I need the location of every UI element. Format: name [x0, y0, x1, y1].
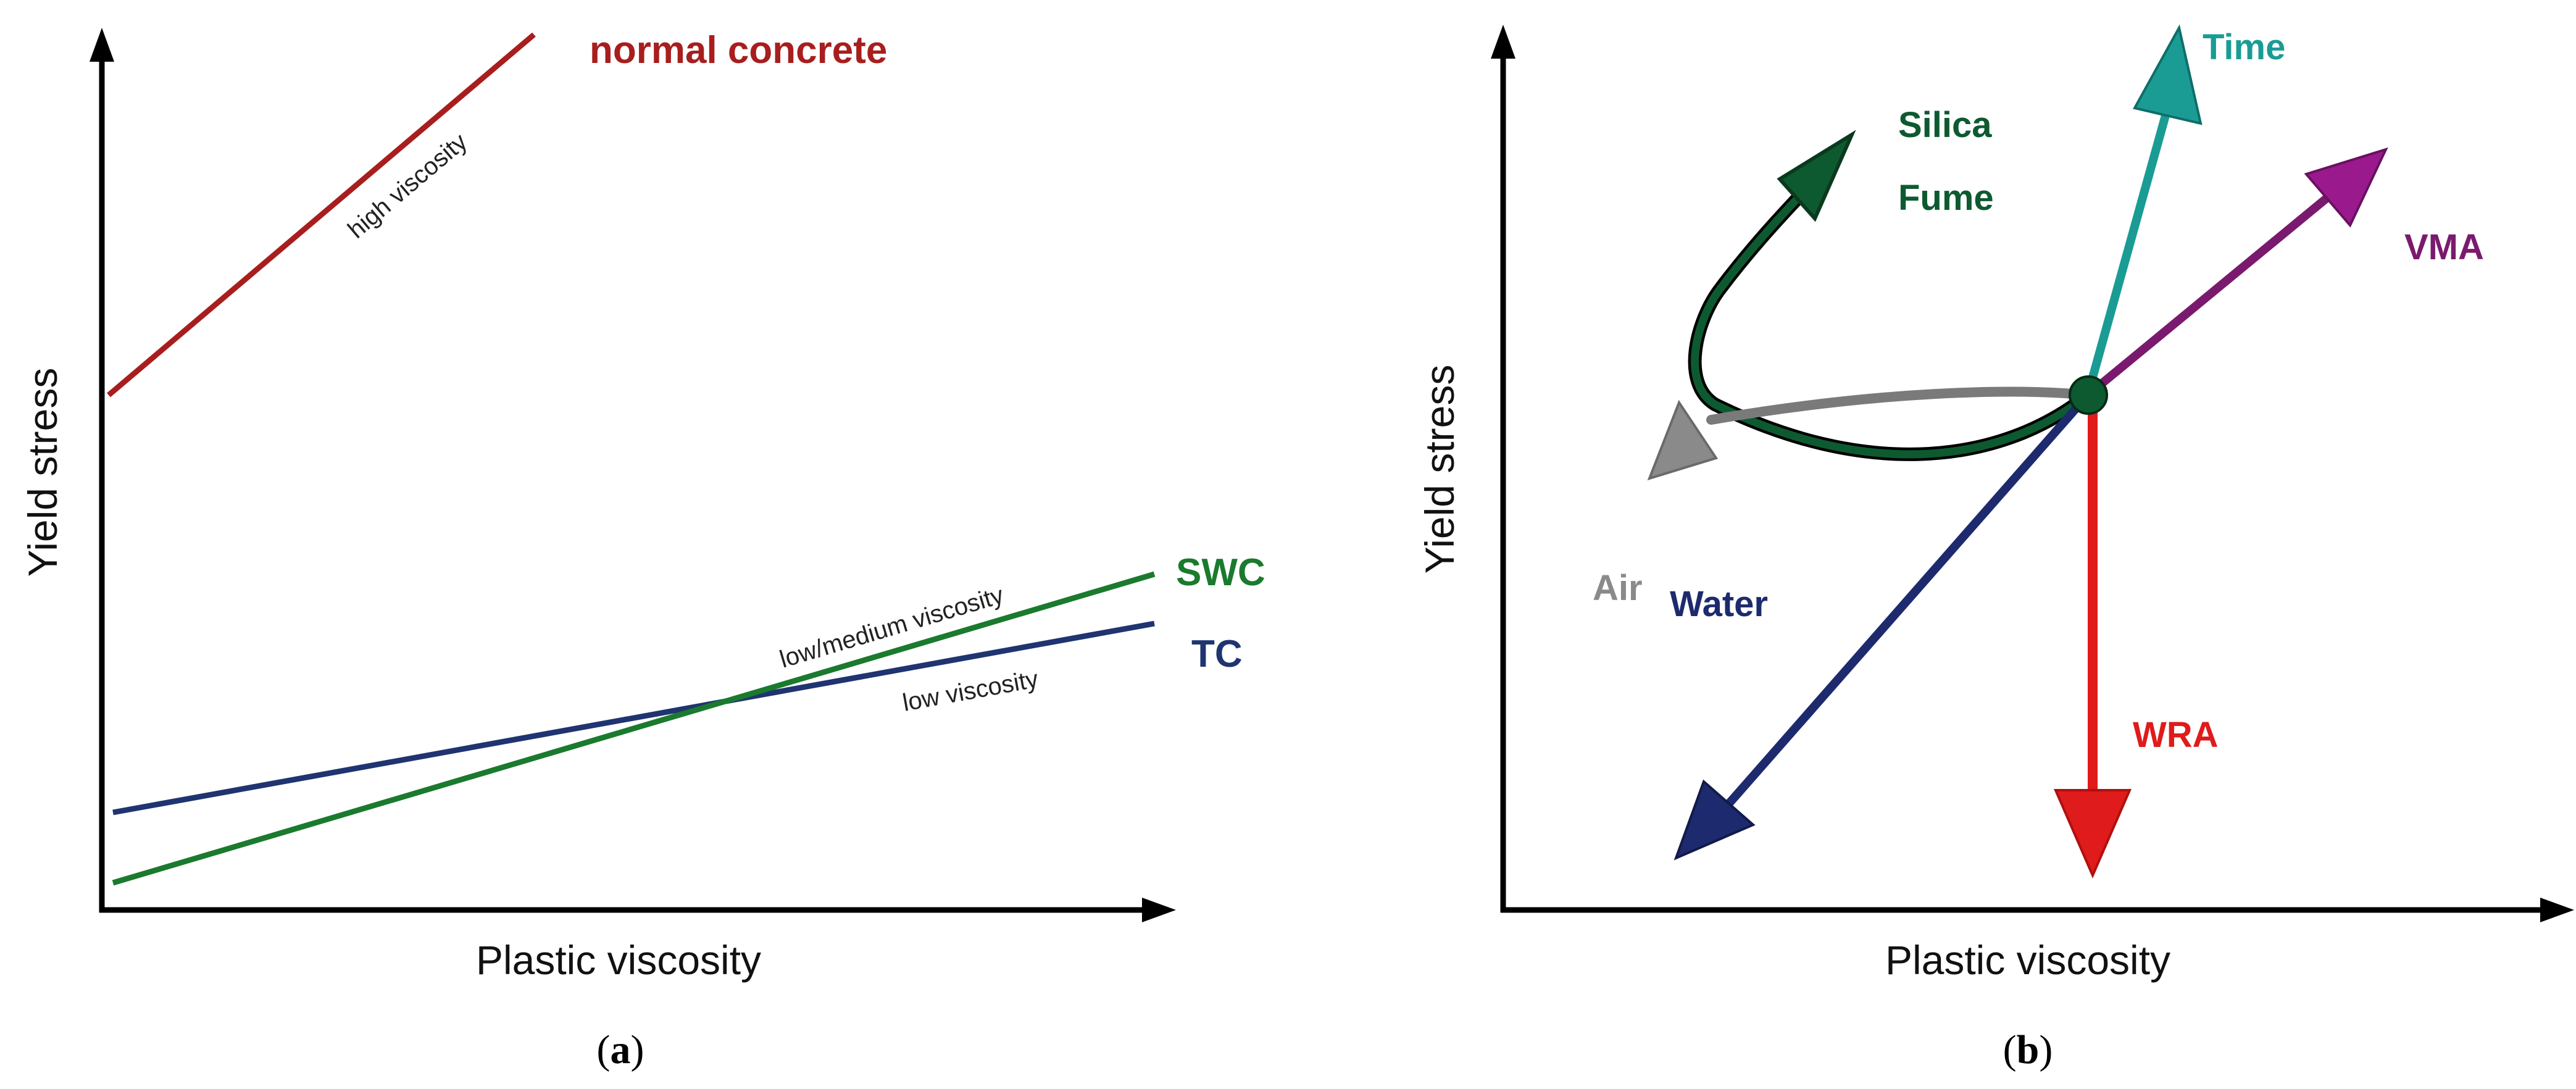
- panel-b-y-axis-arrowhead: [1491, 25, 1515, 59]
- normal-concrete-line: [107, 32, 536, 398]
- panel-b: Time VMA Silica Fume Air Water WRA Plast…: [1417, 24, 2574, 1072]
- water-label: Water: [1670, 584, 1768, 624]
- swc-line: [112, 571, 1156, 886]
- tc-label: TC: [1191, 633, 1243, 675]
- swc-label: SWC: [1176, 551, 1265, 594]
- time-arrow-shaft: [2083, 110, 2171, 396]
- panel-b-y-axis-label: Yield stress: [1417, 365, 1462, 574]
- panel-a-caption: (a): [597, 1027, 644, 1072]
- panel-a-x-axis-label: Plastic viscosity: [476, 937, 761, 983]
- silica-fume-arrowhead: [1777, 130, 1856, 222]
- silica-fume-curve-color: [1691, 181, 2092, 459]
- panel-a: normal concrete SWC TC high viscosity lo…: [20, 28, 1265, 1072]
- wra-label: WRA: [2133, 715, 2219, 755]
- panel-a-y-axis-label: Yield stress: [20, 368, 65, 577]
- wra-arrowhead: [2053, 789, 2132, 879]
- panel-a-y-axis-arrowhead: [90, 28, 114, 62]
- vma-arrowhead: [2304, 147, 2388, 228]
- silica-fume-label-line2: Fume: [1898, 178, 1994, 218]
- panel-b-x-axis-label: Plastic viscosity: [1885, 937, 2170, 983]
- panel-b-caption: (b): [2003, 1027, 2053, 1072]
- low-viscosity-annotation: low viscosity: [901, 666, 1041, 717]
- vma-arrow-shaft: [2085, 189, 2336, 399]
- origin-point: [2069, 375, 2108, 415]
- air-label: Air: [1593, 568, 1643, 608]
- water-arrow-shaft: [1723, 392, 2091, 809]
- panel-b-x-axis-arrowhead: [2540, 898, 2574, 922]
- air-arrowhead: [1647, 399, 1719, 481]
- panel-a-x-axis-arrowhead: [1142, 898, 1176, 922]
- water-arrowhead: [1674, 779, 1756, 861]
- vma-label: VMA: [2404, 227, 2484, 267]
- tc-line: [112, 620, 1155, 816]
- air-arrow-shaft: [1706, 386, 2093, 425]
- silica-fume-label-line1: Silica: [1898, 105, 1992, 145]
- time-label: Time: [2203, 27, 2285, 67]
- time-arrowhead: [2132, 24, 2203, 125]
- normal-concrete-label: normal concrete: [590, 29, 887, 72]
- high-viscosity-annotation: high viscosity: [343, 128, 472, 243]
